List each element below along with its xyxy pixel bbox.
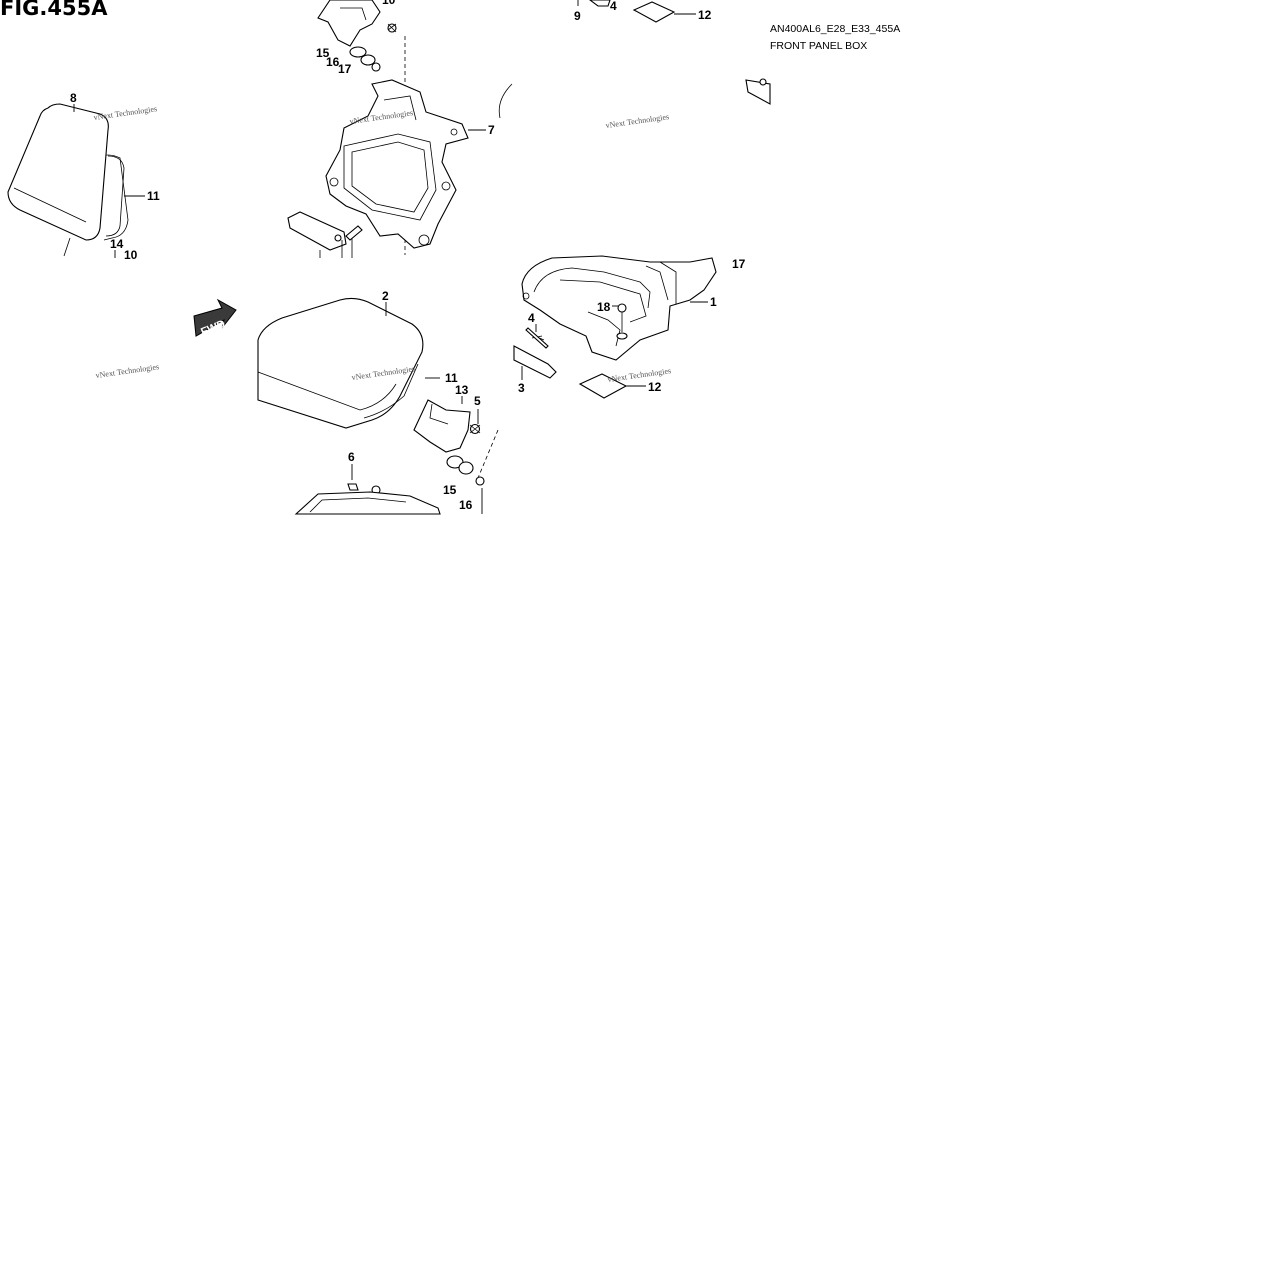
callout-10: 10 (124, 248, 138, 262)
lid-part-2 (257, 297, 424, 429)
watermark-text: vNext Technologies (605, 112, 670, 130)
lid-part-8 (7, 103, 129, 257)
watermark-text: vNext Technologies (607, 366, 672, 384)
callout-4: 4 (610, 0, 617, 13)
screw-part-18 (616, 303, 628, 340)
callout-7: 7 (488, 123, 495, 137)
figure-code: AN400AL6_E28_E33_455A (770, 23, 901, 35)
callout-11: 11 (147, 189, 160, 203)
bracket-part-10 (317, 0, 397, 47)
spring-part-4 (525, 327, 549, 349)
figure-title: FIG.455A (0, 0, 108, 20)
callout-11: 11 (445, 371, 458, 385)
callout-8: 8 (70, 91, 77, 105)
callout-3: 3 (518, 381, 525, 395)
callout-14: 14 (110, 237, 124, 251)
washers-15-16-lower (446, 455, 485, 486)
callout-13: 13 (455, 383, 469, 397)
callout-12: 12 (698, 8, 712, 22)
callout-15: 15 (316, 46, 330, 60)
hinge-part-13 (413, 399, 481, 453)
callout-2: 2 (382, 289, 389, 303)
callout-12: 12 (648, 380, 662, 394)
figure-name: FRONT PANEL BOX (770, 40, 868, 52)
callout-16: 16 (459, 498, 473, 512)
callout-10: 10 (382, 0, 396, 7)
callout-17: 17 (732, 257, 746, 271)
box-frame-lower (294, 491, 441, 515)
clip-part-4-top (589, 0, 611, 7)
watermark-text: vNext Technologies (95, 362, 160, 380)
callout-16: 16 (326, 55, 340, 69)
callout-labels: 8 11 14 10 10 15 16 17 7 9 4 12 2 11 13 … (70, 0, 746, 512)
callout-17: 17 (338, 62, 352, 76)
watermark-text: vNext Technologies (93, 104, 158, 122)
clip-fragment-right (745, 78, 771, 105)
box-part-7 (325, 79, 469, 249)
callout-6: 6 (348, 450, 355, 464)
latch-part-lower (287, 211, 363, 258)
seal-part-11 (105, 155, 125, 237)
callout-1: 1 (710, 295, 717, 309)
fwd-arrow-icon: FWD (193, 298, 237, 339)
callout-4: 4 (528, 311, 535, 325)
rod-part-3 (513, 345, 557, 379)
pad-part-12-top (632, 1, 676, 23)
callout-9: 9 (574, 9, 581, 23)
callout-5: 5 (474, 394, 481, 408)
callout-15: 15 (443, 483, 457, 497)
washers-15-16-17 (349, 46, 381, 72)
callout-18: 18 (597, 300, 611, 314)
screw-part-6 (347, 483, 381, 495)
